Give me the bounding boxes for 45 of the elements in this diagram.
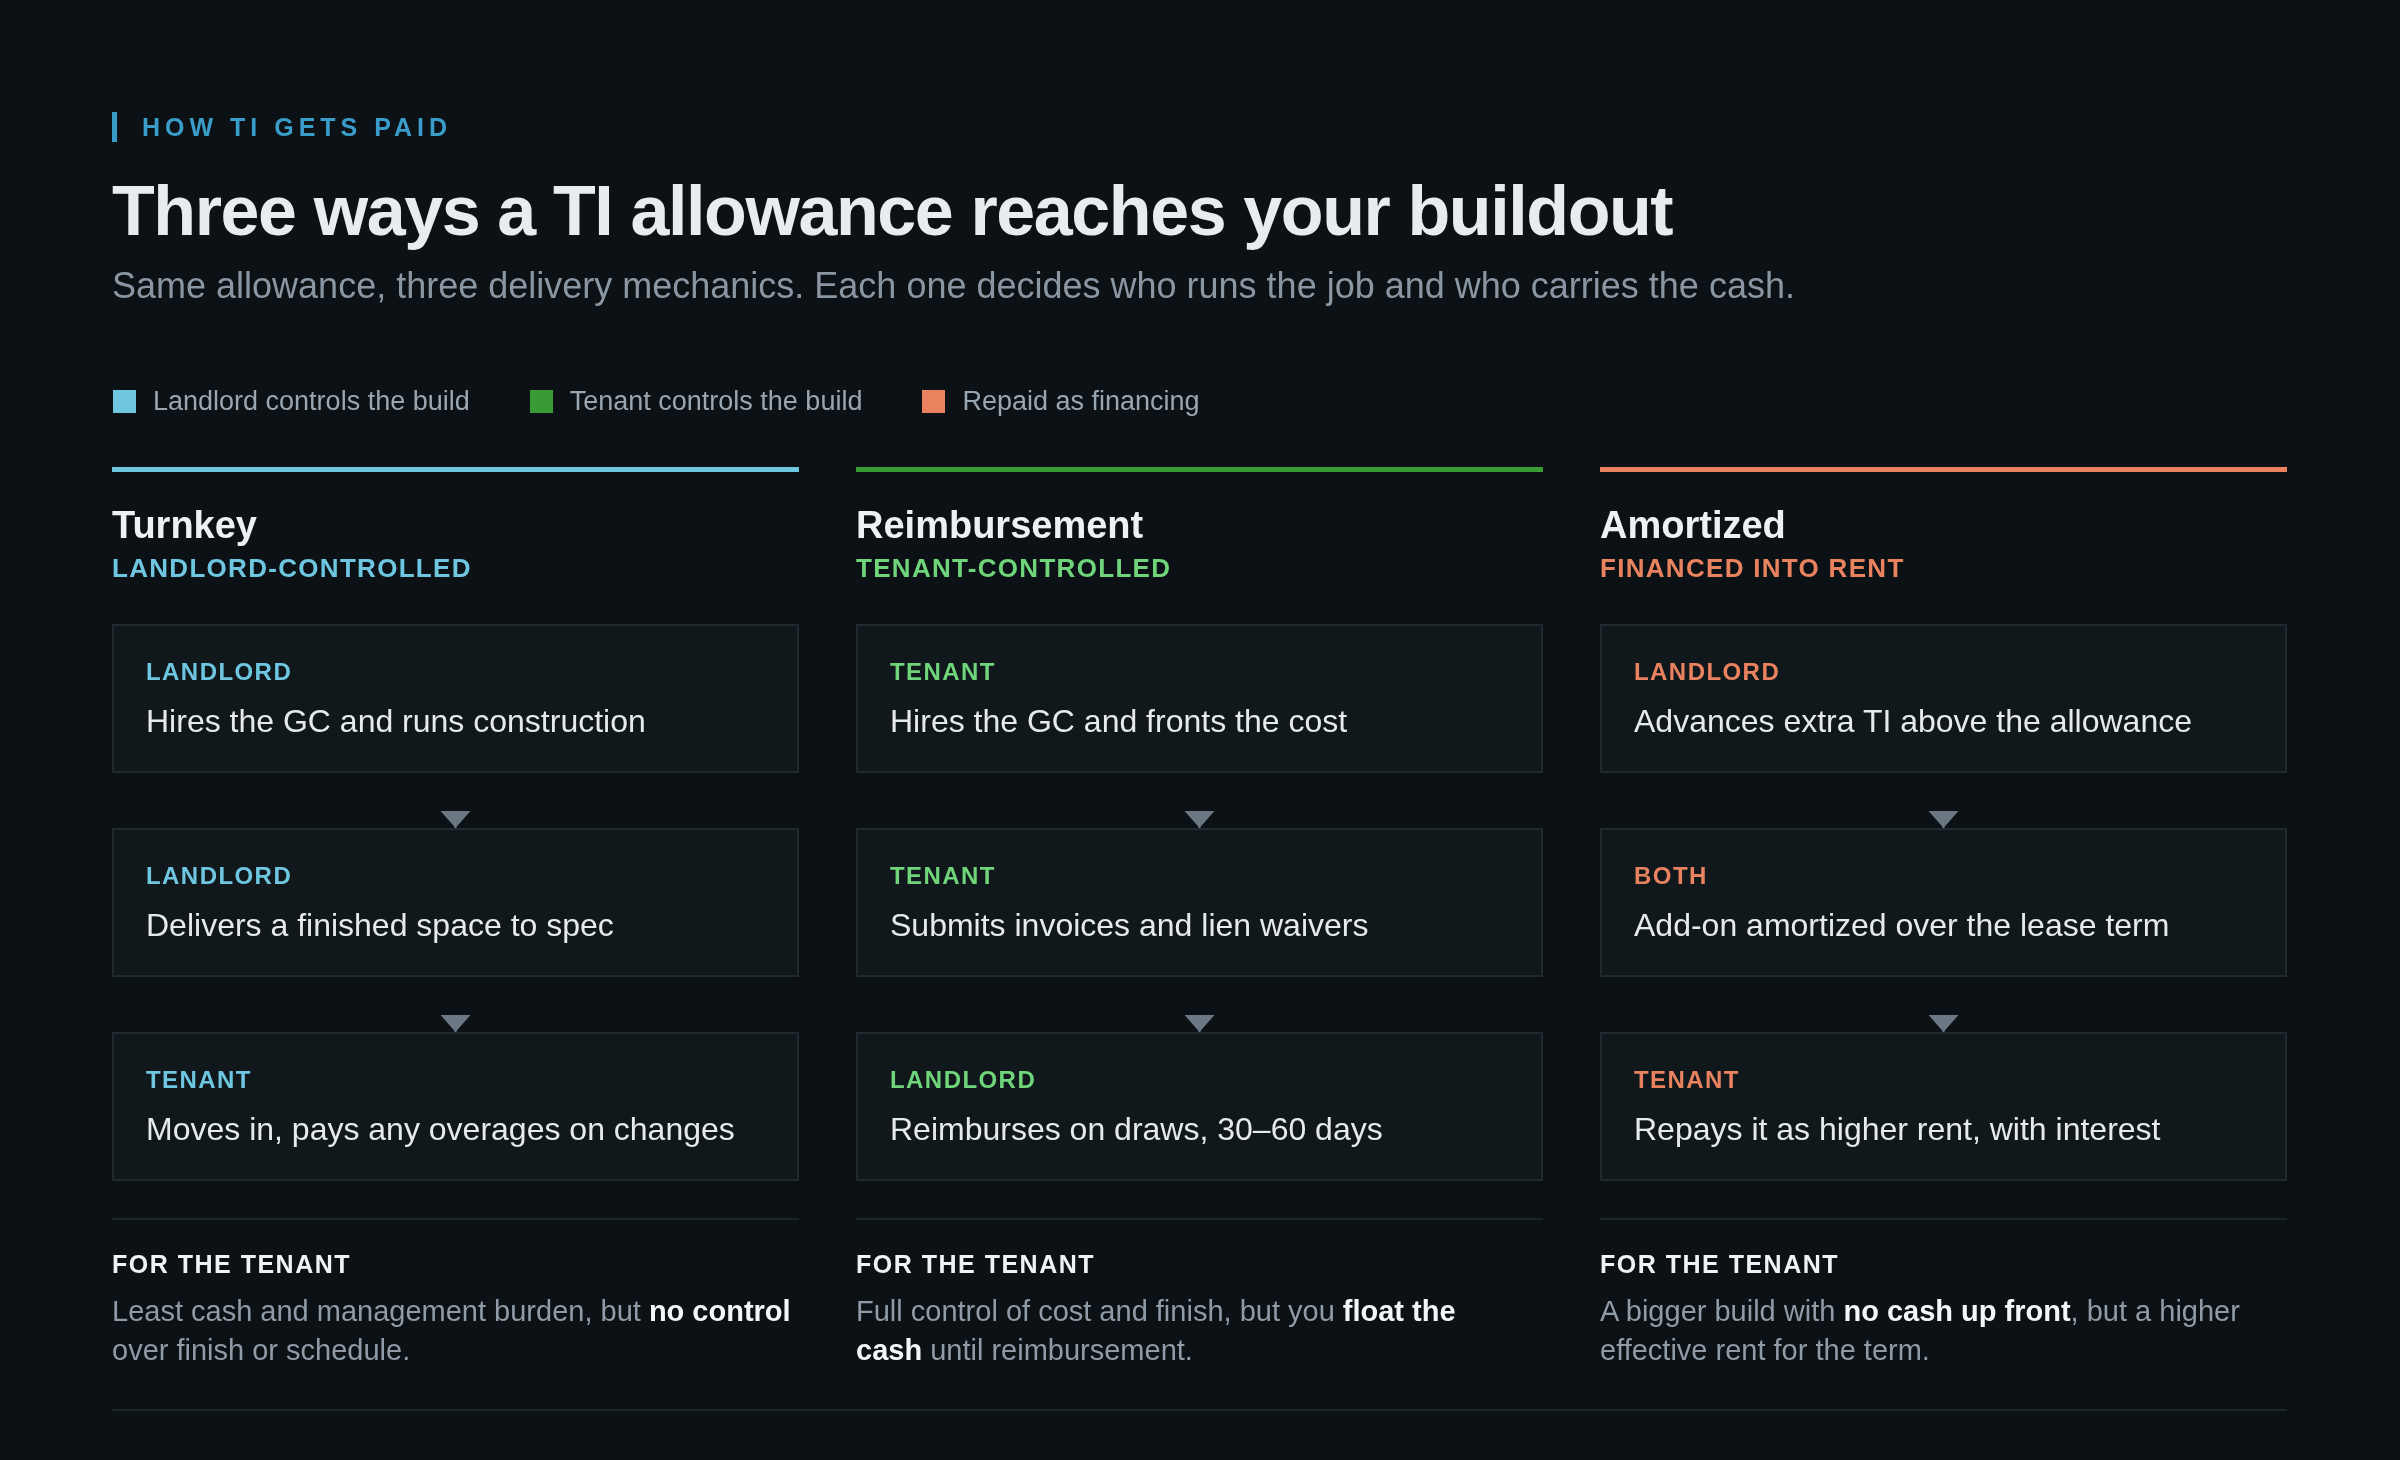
footer-text: Least cash and management burden, but no control over finish or schedule. (112, 1294, 792, 1368)
column-title: Amortized (1600, 503, 1786, 547)
role-label: LANDLORD (146, 658, 293, 686)
column-title: Turnkey (112, 503, 257, 547)
page-title: Three ways a TI allowance reaches your buildout (112, 171, 1673, 252)
column-subtitle: FINANCED INTO RENT (1600, 552, 1905, 584)
footer-heading: FOR THE TENANT (112, 1249, 352, 1279)
step-box (856, 828, 1543, 977)
role-label: TENANT (146, 1066, 252, 1094)
step-text: Add-on amortized over the lease term (1634, 906, 2170, 944)
footer-heading: FOR THE TENANT (1600, 1249, 1840, 1279)
step-box (1600, 1032, 2287, 1181)
legend-label: Tenant controls the build (569, 386, 863, 416)
step-box (856, 1032, 1543, 1181)
subtitle-text: Same allowance, three delivery mechanics. Each one decides who runs the job and who carries the cash. (112, 266, 1795, 306)
step-text: Submits invoices and lien waivers (890, 906, 1369, 944)
legend-label: Repaid as financing (962, 386, 1200, 416)
footer-text: A bigger build with no cash up front, but a higher effective rent for the term. (1600, 1294, 2241, 1368)
step-text: Moves in, pays any overages on changes (146, 1110, 735, 1148)
role-label: TENANT (1634, 1066, 1740, 1094)
step-text: Hires the GC and runs construction (146, 702, 646, 740)
role-label: TENANT (890, 658, 996, 686)
role-label: LANDLORD (146, 862, 293, 890)
legend-label: Landlord controls the build (153, 386, 470, 416)
column-title: Reimbursement (856, 503, 1144, 547)
role-label: LANDLORD (1634, 658, 1781, 686)
footer-text: Full control of cost and finish, but you float the cash until reimbursement. (856, 1294, 1457, 1368)
step-text: Repays it as higher rent, with interest (1634, 1110, 2161, 1148)
eyebrow-label: HOW TI GETS PAID (112, 112, 453, 142)
step-box (1600, 624, 2287, 773)
step-text: Hires the GC and fronts the cost (890, 702, 1348, 740)
role-label: LANDLORD (890, 1066, 1037, 1094)
step-text: Reimburses on draws, 30–60 days (890, 1110, 1383, 1148)
step-text: Advances extra TI above the allowance (1634, 702, 2192, 740)
step-text: Delivers a finished space to spec (146, 906, 614, 944)
step-box (112, 828, 799, 977)
footer-heading: FOR THE TENANT (856, 1249, 1096, 1279)
step-box (1600, 828, 2287, 977)
step-box (112, 624, 799, 773)
role-label: TENANT (890, 862, 996, 890)
step-box (856, 624, 1543, 773)
step-box (112, 1032, 799, 1181)
column-subtitle: TENANT-CONTROLLED (856, 552, 1172, 584)
column-subtitle: LANDLORD-CONTROLLED (112, 552, 472, 584)
role-label: BOTH (1634, 862, 1708, 890)
